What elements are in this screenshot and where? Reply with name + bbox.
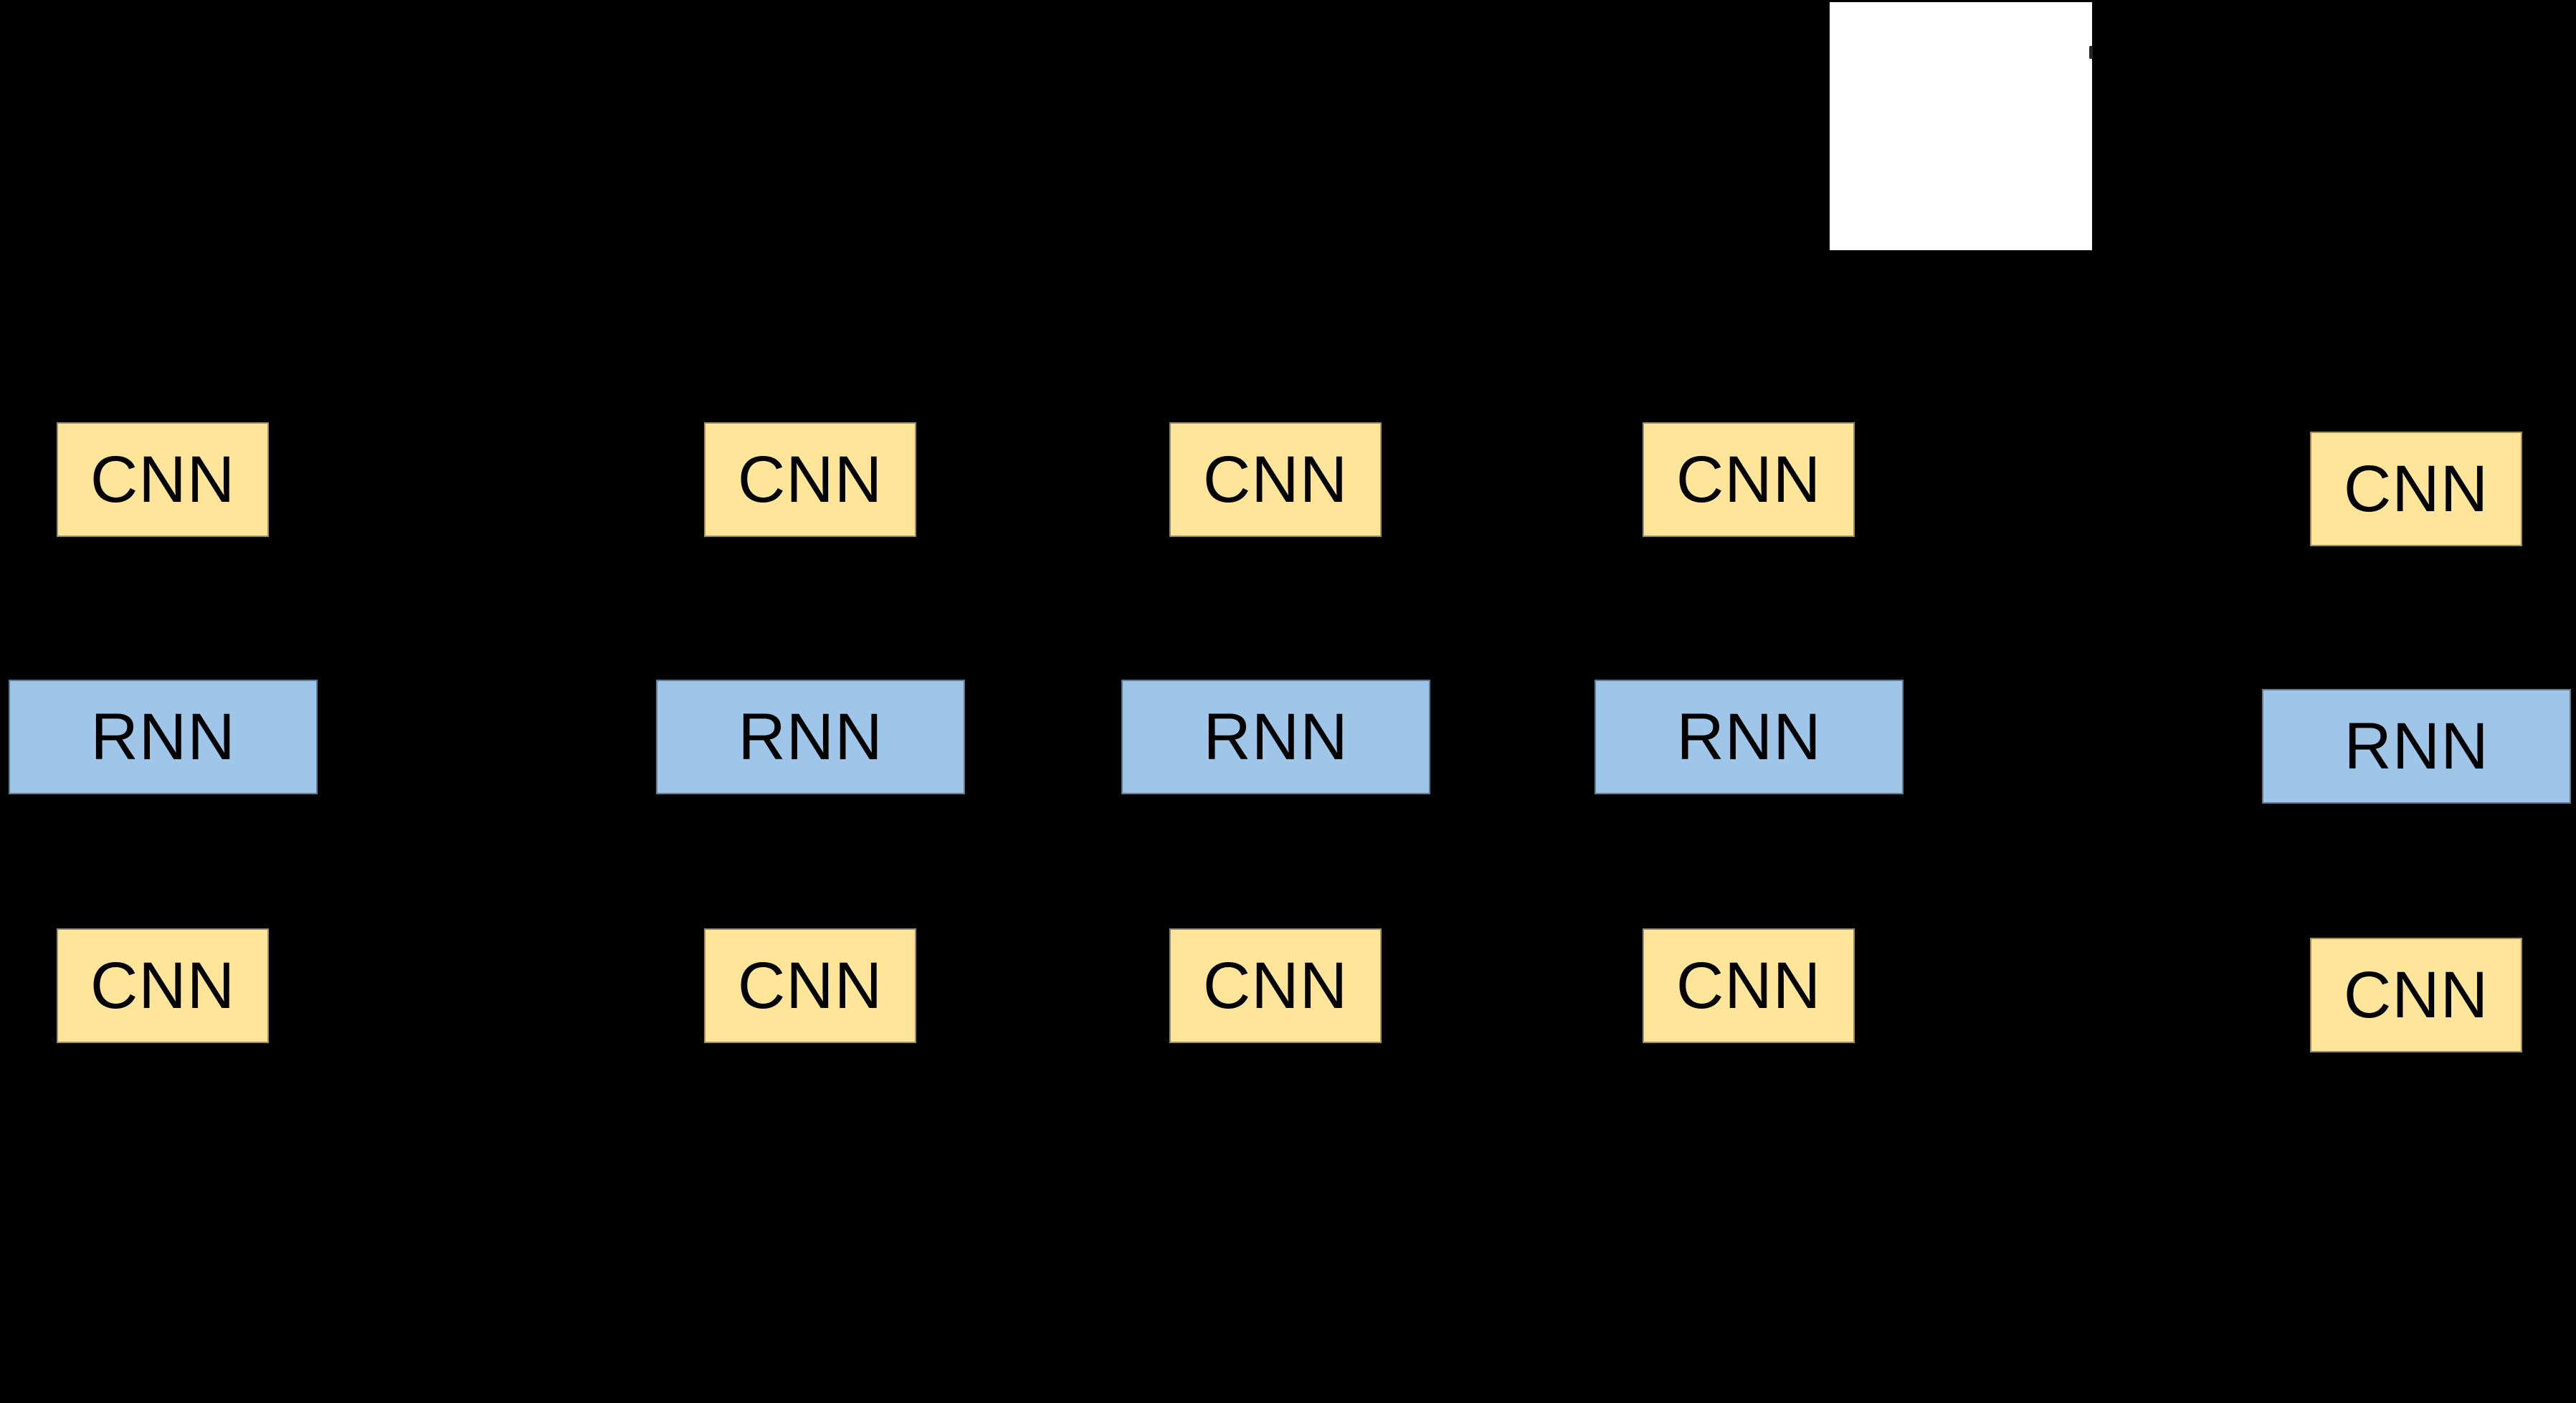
cnn-label: CNN xyxy=(2343,452,2489,525)
cnn-label: CNN xyxy=(737,443,883,516)
cnn-label: CNN xyxy=(1202,443,1349,516)
rnn-label: RNN xyxy=(2344,710,2489,783)
cnn-label: CNN xyxy=(90,443,236,516)
rnn-box-mid-col5: RNN xyxy=(2262,689,2571,804)
rnn-box-mid-col4: RNN xyxy=(1594,680,1904,794)
cnn-label: CNN xyxy=(737,949,883,1022)
cnn-label: CNN xyxy=(1676,443,1822,516)
cnn-box-bottom-col1: CNN xyxy=(57,928,269,1043)
rnn-box-mid-col1: RNN xyxy=(9,680,318,794)
cnn-box-top-col4: CNN xyxy=(1643,422,1855,537)
cnn-label: CNN xyxy=(90,949,236,1022)
edge-artifact-mark xyxy=(2089,46,2093,59)
rnn-label: RNN xyxy=(1203,700,1349,774)
cnn-box-bottom-col2: CNN xyxy=(704,928,916,1043)
cnn-box-top-col3: CNN xyxy=(1169,422,1382,537)
rnn-box-mid-col2: RNN xyxy=(656,680,965,794)
cnn-box-top-col2: CNN xyxy=(704,422,916,537)
cnn-label: CNN xyxy=(1202,949,1349,1022)
rnn-box-mid-col3: RNN xyxy=(1121,680,1430,794)
rnn-label: RNN xyxy=(1676,700,1822,774)
cnn-box-bottom-col3: CNN xyxy=(1169,928,1382,1043)
white-placeholder-box xyxy=(1830,2,2092,250)
cnn-box-bottom-col5: CNN xyxy=(2310,938,2522,1052)
cnn-box-top-col5: CNN xyxy=(2310,432,2522,546)
cnn-box-bottom-col4: CNN xyxy=(1643,928,1855,1043)
cnn-label: CNN xyxy=(2343,959,2489,1032)
cnn-label: CNN xyxy=(1676,949,1822,1022)
rnn-label: RNN xyxy=(90,700,236,774)
rnn-label: RNN xyxy=(738,700,883,774)
cnn-box-top-col1: CNN xyxy=(57,422,269,537)
